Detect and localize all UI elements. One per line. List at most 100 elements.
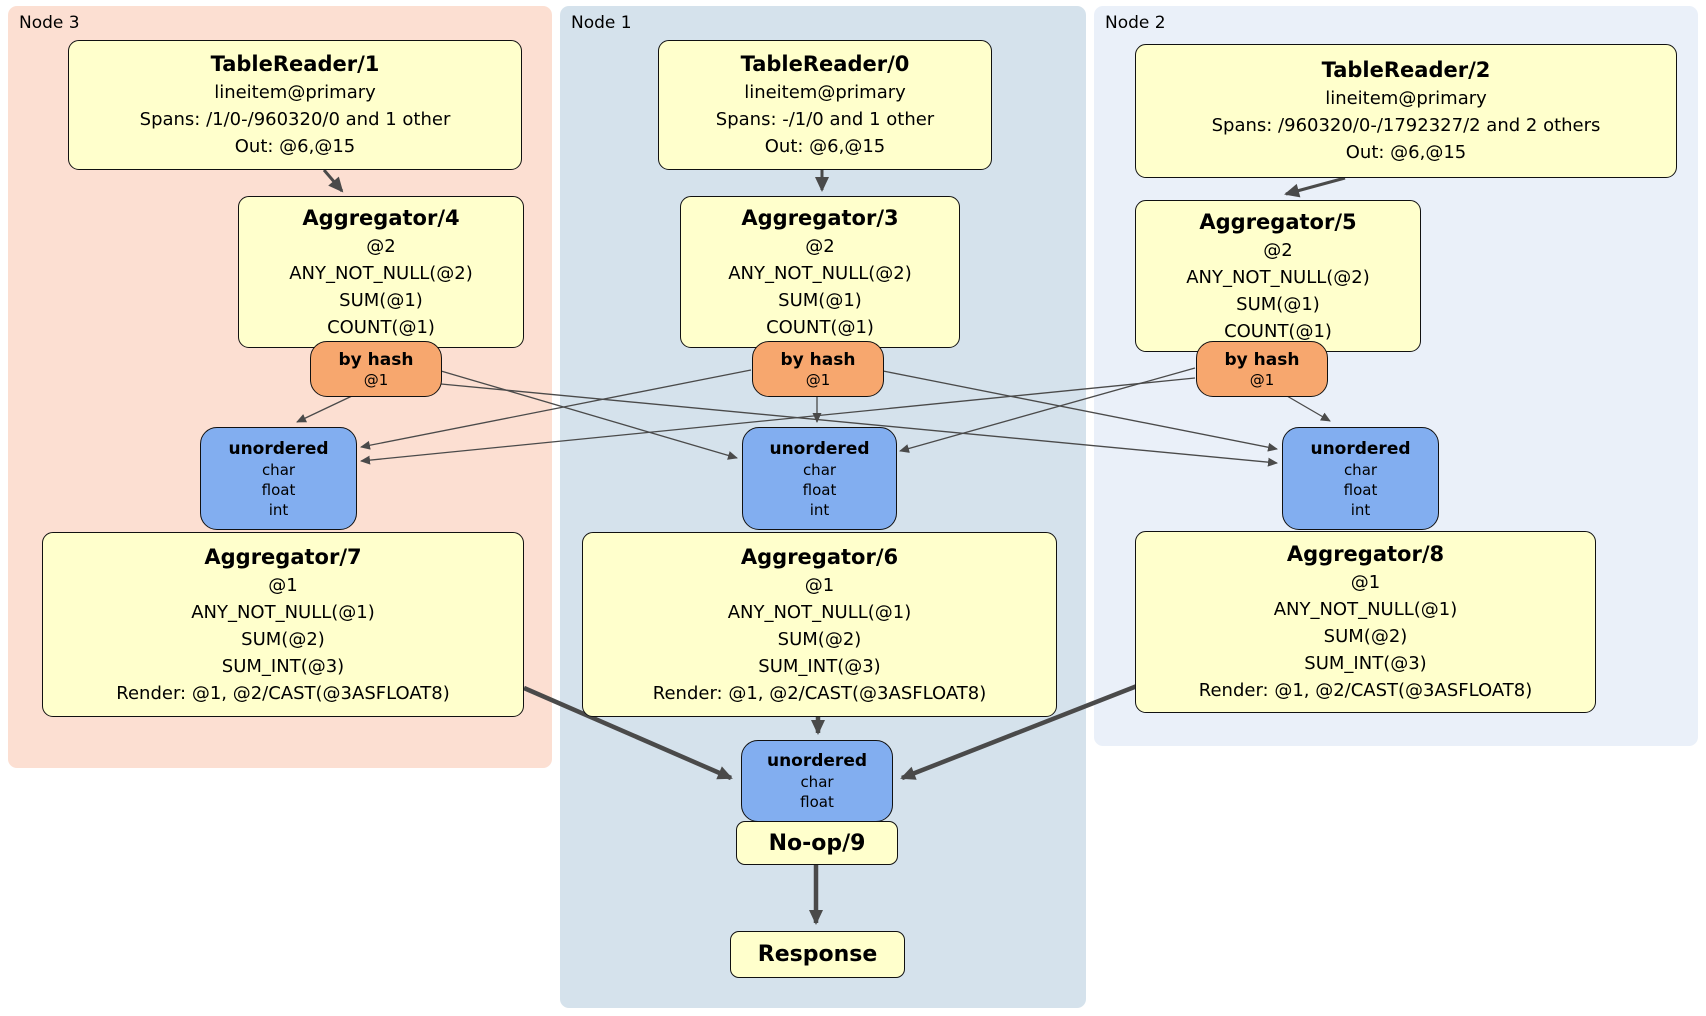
node-tablereader-1: TableReader/1 lineitem@primary Spans: /1… bbox=[68, 40, 522, 170]
node-detail: Render: @1, @2/CAST(@3ASFLOAT8) bbox=[1198, 680, 1533, 701]
node-detail: Spans: /1/0-/960320/0 and 1 other bbox=[139, 109, 451, 130]
sync-type: char bbox=[802, 460, 837, 479]
router-by-hash-center: by hash @1 bbox=[752, 341, 884, 397]
node-aggregator-4: Aggregator/4 @2 ANY_NOT_NULL(@2) SUM(@1)… bbox=[238, 196, 524, 348]
node-detail: lineitem@primary bbox=[744, 82, 906, 103]
router-key: @1 bbox=[1249, 370, 1275, 389]
edge-bhC-unL bbox=[360, 369, 752, 450]
node-detail: ANY_NOT_NULL(@2) bbox=[728, 262, 912, 284]
router-by-hash-right: by hash @1 bbox=[1196, 341, 1328, 397]
sync-type: char bbox=[800, 773, 834, 791]
edge-agg8-unfinal bbox=[900, 683, 1138, 781]
node-title: TableReader/2 bbox=[1321, 58, 1491, 82]
edge-bhC-unR bbox=[882, 370, 1278, 452]
node-detail: Out: @6,@15 bbox=[234, 136, 356, 157]
edge-tr2-agg5 bbox=[1284, 176, 1346, 198]
sync-label: unordered bbox=[766, 751, 868, 771]
node-detail: SUM(@1) bbox=[339, 289, 423, 311]
router-key: @1 bbox=[805, 370, 831, 389]
sync-unordered-left: unordered char float int bbox=[200, 427, 357, 530]
node-detail: @1 bbox=[268, 574, 298, 596]
edge-bhR-unL bbox=[360, 377, 1196, 465]
node-noop-9: No-op/9 bbox=[736, 821, 898, 865]
node-title: Aggregator/7 bbox=[204, 544, 362, 569]
router-key: @1 bbox=[363, 370, 389, 389]
node-title: Aggregator/4 bbox=[302, 205, 460, 230]
node-detail: ANY_NOT_NULL(@1) bbox=[727, 601, 912, 623]
node-detail: COUNT(@1) bbox=[327, 316, 435, 338]
node-detail: SUM(@2) bbox=[777, 628, 862, 650]
node-aggregator-6: Aggregator/6 @1 ANY_NOT_NULL(@1) SUM(@2)… bbox=[582, 532, 1057, 717]
node-title: Aggregator/3 bbox=[741, 205, 899, 230]
sync-unordered-final: unordered char float bbox=[741, 740, 893, 822]
node-title: Aggregator/6 bbox=[740, 544, 899, 569]
node-detail: @2 bbox=[1263, 239, 1293, 261]
router-label: by hash bbox=[338, 349, 414, 370]
node-detail: SUM_INT(@3) bbox=[758, 655, 881, 677]
node-detail: ANY_NOT_NULL(@1) bbox=[1273, 599, 1458, 620]
sync-type: int bbox=[268, 500, 289, 519]
sync-type: float bbox=[1343, 480, 1378, 499]
sync-label: unordered bbox=[769, 438, 870, 459]
region-node-2-label: Node 2 bbox=[1105, 13, 1166, 33]
node-tablereader-0: TableReader/0 lineitem@primary Spans: -/… bbox=[658, 40, 992, 170]
node-aggregator-7: Aggregator/7 @1 ANY_NOT_NULL(@1) SUM(@2)… bbox=[42, 532, 524, 717]
sync-type: int bbox=[809, 500, 830, 519]
sync-unordered-center: unordered char float int bbox=[742, 427, 897, 530]
node-detail: ANY_NOT_NULL(@1) bbox=[191, 601, 375, 623]
node-detail: Render: @1, @2/CAST(@3ASFLOAT8) bbox=[652, 682, 987, 704]
node-aggregator-5: Aggregator/5 @2 ANY_NOT_NULL(@2) SUM(@1)… bbox=[1135, 200, 1421, 352]
node-detail: SUM(@1) bbox=[1236, 293, 1320, 315]
node-response: Response bbox=[730, 931, 905, 978]
node-detail: SUM_INT(@3) bbox=[221, 655, 345, 677]
edge-tr1-agg4 bbox=[322, 169, 344, 193]
node-detail: Out: @6,@15 bbox=[764, 136, 886, 157]
node-aggregator-3: Aggregator/3 @2 ANY_NOT_NULL(@2) SUM(@1)… bbox=[680, 196, 960, 348]
node-detail: SUM(@2) bbox=[241, 628, 325, 650]
node-detail: ANY_NOT_NULL(@2) bbox=[289, 262, 473, 284]
node-detail: lineitem@primary bbox=[214, 82, 376, 103]
node-detail: ANY_NOT_NULL(@2) bbox=[1186, 266, 1370, 288]
region-node-1-label: Node 1 bbox=[571, 13, 632, 33]
edge-bhL-unR bbox=[440, 383, 1278, 467]
node-tablereader-2: TableReader/2 lineitem@primary Spans: /9… bbox=[1135, 44, 1677, 178]
sync-type: float bbox=[261, 480, 296, 499]
node-detail: COUNT(@1) bbox=[766, 316, 874, 338]
node-title: TableReader/0 bbox=[740, 52, 910, 76]
hash-router-mesh bbox=[296, 367, 1331, 467]
tablereader-to-aggregator-arrows bbox=[322, 169, 1346, 198]
node-detail: COUNT(@1) bbox=[1224, 320, 1332, 342]
node-detail: @2 bbox=[366, 235, 396, 257]
node-detail: Render: @1, @2/CAST(@3ASFLOAT8) bbox=[116, 682, 450, 704]
edge-agg7-unfinal bbox=[523, 685, 733, 781]
node-detail: SUM_INT(@3) bbox=[1304, 653, 1427, 674]
final-stage-arrows bbox=[523, 683, 1138, 925]
node-title: Aggregator/8 bbox=[1286, 542, 1445, 566]
sync-type: char bbox=[1343, 460, 1378, 479]
edge-bhR-unC bbox=[899, 367, 1196, 453]
node-detail: @1 bbox=[1350, 572, 1381, 593]
node-detail: Spans: /960320/0-/1792327/2 and 2 others bbox=[1211, 115, 1601, 136]
router-by-hash-left: by hash @1 bbox=[310, 341, 442, 397]
node-title: No-op/9 bbox=[768, 830, 866, 856]
sync-label: unordered bbox=[1310, 438, 1411, 459]
node-detail: SUM(@1) bbox=[778, 289, 862, 311]
sync-label: unordered bbox=[228, 438, 329, 459]
sync-type: char bbox=[261, 460, 296, 479]
edge-bhL-unL bbox=[296, 395, 353, 423]
sync-type: float bbox=[802, 480, 837, 499]
node-title: Aggregator/5 bbox=[1199, 209, 1357, 234]
edge-bhL-unC bbox=[440, 370, 738, 460]
sync-type: float bbox=[800, 793, 834, 811]
node-detail: SUM(@2) bbox=[1323, 626, 1408, 647]
router-label: by hash bbox=[1224, 349, 1300, 370]
node-aggregator-8: Aggregator/8 @1 ANY_NOT_NULL(@1) SUM(@2)… bbox=[1135, 531, 1596, 713]
node-detail: Spans: -/1/0 and 1 other bbox=[715, 109, 935, 130]
router-label: by hash bbox=[780, 349, 856, 370]
node-detail: @2 bbox=[805, 235, 835, 257]
sync-unordered-right: unordered char float int bbox=[1282, 427, 1439, 530]
node-title: TableReader/1 bbox=[210, 52, 380, 76]
sync-type: int bbox=[1350, 500, 1371, 519]
